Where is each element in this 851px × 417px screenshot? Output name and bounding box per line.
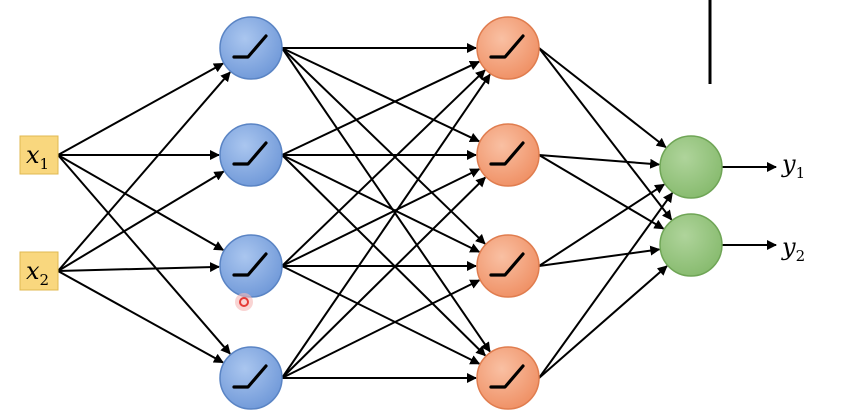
svg-text:x2: x2 bbox=[26, 257, 49, 289]
input-node-x2: x2 bbox=[19, 251, 59, 291]
hidden-layer-1 bbox=[219, 16, 283, 410]
output-node-1 bbox=[659, 135, 723, 199]
edge-h1n4-h2n2 bbox=[281, 176, 486, 379]
svg-text:y2: y2 bbox=[781, 233, 805, 265]
output-label-y2: y2 bbox=[781, 233, 805, 265]
edge-h2n3-out1 bbox=[538, 183, 666, 267]
output-y1-sub: 1 bbox=[796, 164, 806, 182]
edge-h1n2-h2n4 bbox=[281, 154, 486, 357]
hidden-1-node-4 bbox=[219, 346, 283, 410]
edge-in2-h1n1 bbox=[57, 71, 231, 272]
input-x2-sub: 2 bbox=[40, 271, 50, 289]
edge-h2n2-out2 bbox=[538, 154, 665, 230]
connection-edges bbox=[57, 43, 777, 383]
edge-in1-h1n4 bbox=[57, 154, 231, 355]
edge-h1n1-h2n2 bbox=[281, 47, 480, 143]
output-y1-var: y bbox=[781, 150, 796, 178]
relu-icon bbox=[489, 34, 525, 59]
relu-icon bbox=[232, 252, 268, 277]
edge-in2-h1n3 bbox=[57, 262, 221, 273]
output-y2-sub: 2 bbox=[796, 247, 806, 265]
hidden-2-node-2 bbox=[476, 123, 540, 187]
edge-h1n1-h2n4 bbox=[281, 47, 491, 353]
edge-in1-h1n3 bbox=[57, 154, 225, 251]
edge-h1n3-h2n2 bbox=[281, 168, 481, 267]
edge-h1n2-h2n3 bbox=[281, 154, 481, 253]
hidden-2-node-4 bbox=[476, 346, 540, 410]
svg-text:x1: x1 bbox=[26, 141, 49, 173]
input-node-x1: x1 bbox=[19, 135, 59, 175]
relu-icon bbox=[232, 141, 268, 166]
edge-h2n4-out2 bbox=[538, 265, 668, 379]
input-x1-var: x bbox=[26, 141, 40, 169]
output-label-y1: y1 bbox=[781, 150, 805, 182]
relu-icon bbox=[489, 252, 525, 277]
edge-in2-h1n2 bbox=[57, 170, 225, 272]
edge-h1n1-h2n3 bbox=[281, 47, 486, 245]
edge-h2n2-out1 bbox=[538, 154, 661, 169]
edge-in2-h1n4 bbox=[57, 270, 224, 364]
svg-text:y1: y1 bbox=[781, 150, 805, 182]
edge-h2n1-out1 bbox=[538, 47, 667, 149]
hidden-layer-2 bbox=[476, 16, 540, 410]
hidden-1-node-2 bbox=[219, 123, 283, 187]
input-x1-sub: 1 bbox=[40, 155, 50, 173]
relu-icon bbox=[489, 364, 525, 389]
hidden-1-node-3 bbox=[219, 234, 283, 298]
input-x2-var: x bbox=[26, 257, 40, 285]
edge-h2n1-out2 bbox=[538, 47, 673, 221]
edge-h1n3-h2n4 bbox=[281, 265, 481, 365]
edge-h1n3-h2n1 bbox=[281, 69, 486, 267]
output-y2-var: y bbox=[781, 233, 796, 261]
hidden-1-node-1 bbox=[219, 16, 283, 80]
cursor-marker-icon bbox=[235, 293, 253, 311]
edge-h1n2-h2n1 bbox=[281, 60, 480, 156]
hidden-2-node-1 bbox=[476, 16, 540, 80]
edge-h2n4-out1 bbox=[538, 192, 674, 379]
relu-icon bbox=[489, 141, 525, 166]
output-layer bbox=[659, 135, 723, 277]
edge-h2n3-out2 bbox=[538, 245, 661, 267]
edge-h1n4-h2n3 bbox=[281, 279, 481, 379]
output-node-2 bbox=[659, 213, 723, 277]
edge-in1-h1n1 bbox=[57, 62, 224, 156]
relu-icon bbox=[232, 34, 268, 59]
hidden-2-node-3 bbox=[476, 234, 540, 298]
relu-icon bbox=[232, 364, 268, 389]
edge-h1n4-h2n1 bbox=[281, 73, 491, 379]
